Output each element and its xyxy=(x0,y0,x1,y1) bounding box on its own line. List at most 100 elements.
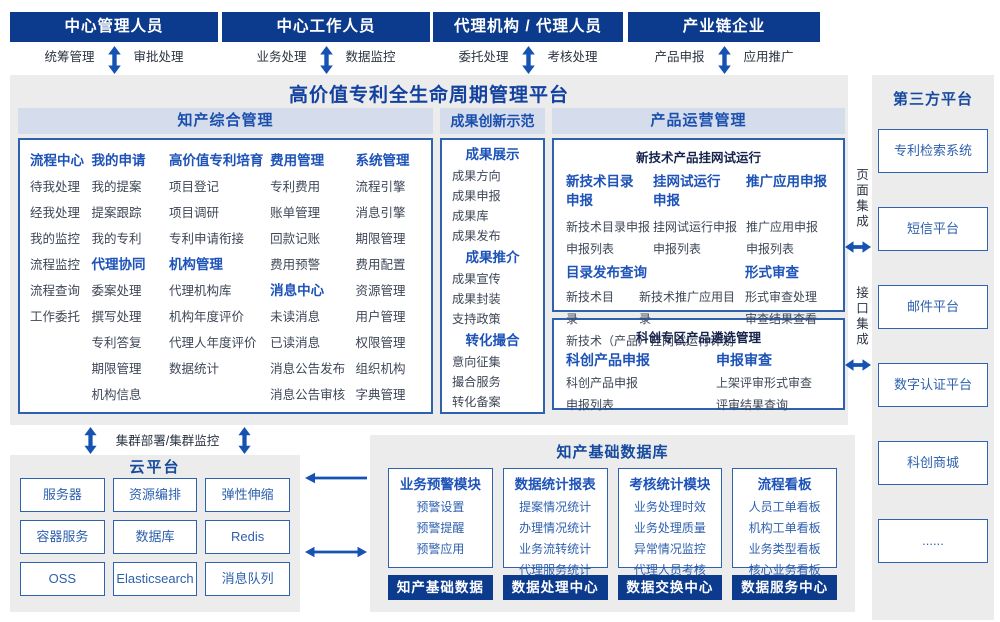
column-items: 科创产品申报申报列表 xyxy=(566,372,716,416)
cloud-service: 数据库 xyxy=(112,520,198,554)
cloud-service: 容器服务 xyxy=(20,520,105,554)
column-items: 业务处理时效业务处理质量异常情况监控代理人员考核 xyxy=(619,497,722,581)
role-function-label: 数据监控 xyxy=(345,50,396,64)
db-column-statistics: 数据统计报表 提案情况统计办理情况统计业务流转统计代理服务统计 xyxy=(502,468,608,577)
role-functions: 业务处理 数据监控 xyxy=(222,42,430,74)
cluster-label: 集群部署/集群监控 xyxy=(115,434,220,448)
column-header: 流程看板 xyxy=(757,477,812,492)
section-achievement: 成果创新示范 成果展示 成果方向成果申报成果库成果发布 成果推介 成果宣传成果封… xyxy=(440,108,545,414)
column-items: 成果方向成果申报成果库成果发布 xyxy=(442,166,543,246)
role-industry-enterprises: 产业链企业 产品申报 应用推广 xyxy=(628,12,820,74)
ip-column-fee-management: 费用管理 专利费用账单管理回款记账费用预警 消息中心 未读消息已读消息消息公告发… xyxy=(270,148,355,412)
platform-panel: 高价值专利全生命周期管理平台 知产综合管理 流程中心 待我处理经我处理我的监控流… xyxy=(10,75,848,425)
role-center-managers: 中心管理人员 统筹管理 审批处理 xyxy=(10,12,218,74)
column-header: 新技术目录 申报 xyxy=(566,174,634,208)
updown-arrow-icon xyxy=(319,46,333,74)
selection-box: 科创专区产品遴选管理 科创产品申报 科创产品申报申报列表 申报审查 上架评审形式… xyxy=(552,318,845,412)
menu-item: 专利答复 xyxy=(91,336,142,350)
menu-item: 提案跟踪 xyxy=(91,206,142,220)
column-items: 形式审查处理审查结果查看 xyxy=(745,286,831,330)
menu-item: 项目登记 xyxy=(168,180,219,194)
column-items: 挂网试运行申报申报列表 xyxy=(653,216,746,260)
menu-item: 字典管理 xyxy=(355,388,406,402)
menu-item: 账单管理 xyxy=(270,206,321,220)
db-column-kanban: 流程看板 人员工单看板机构工单看板业务类型看板核心业务看板 xyxy=(732,468,837,577)
column-items: 待我处理经我处理我的监控流程监控流程查询工作委托 xyxy=(30,174,92,330)
db-column-assessment: 考核统计模块 业务处理时效业务处理质量异常情况监控代理人员考核 xyxy=(617,468,723,577)
section-body: 流程中心 待我处理经我处理我的监控流程监控流程查询工作委托 我的申请 我的提案提… xyxy=(18,138,433,414)
menu-item: 流程监控 xyxy=(30,258,81,272)
menu-item: 代理人员考核 xyxy=(633,563,706,577)
menu-item: 评审结果查询 xyxy=(716,398,789,412)
column-items: 推广应用申报申报列表 xyxy=(746,216,831,260)
column-items: 新技术目录申报申报列表 xyxy=(566,216,653,260)
review-block: 形式审查 形式审查处理审查结果查看 xyxy=(745,260,831,352)
menu-item: 费用预警 xyxy=(270,258,321,272)
updown-arrow-icon xyxy=(107,46,121,74)
column-items: 委案处理撰写处理专利答复期限管理机构信息 xyxy=(92,278,169,408)
integration-page-label: 页面集成 xyxy=(854,168,868,230)
menu-item: 新技术推广应用目录 xyxy=(638,290,735,326)
menu-item: 未读消息 xyxy=(270,310,321,324)
role-agencies: 代理机构 / 代理人员 委托处理 考核处理 xyxy=(433,12,623,74)
cloud-service: Redis xyxy=(205,520,290,554)
menu-item: 成果申报 xyxy=(452,189,501,203)
menu-item: 经我处理 xyxy=(30,206,81,220)
column-header: 科创产品申报 xyxy=(566,352,650,368)
menu-item: 机构工单看板 xyxy=(748,521,821,535)
cloud-service: 服务器 xyxy=(20,478,105,512)
menu-item: 申报列表 xyxy=(653,242,702,256)
trial-column: 挂网试运行 申报 挂网试运行申报申报列表 xyxy=(653,168,746,260)
menu-item: 组织机构 xyxy=(355,362,406,376)
left-right-arrow-icon xyxy=(845,359,871,371)
achievement-section: 转化撮合 意向征集撮合服务转化备案 xyxy=(442,329,543,412)
column-header: 挂网试运行 申报 xyxy=(653,174,721,208)
menu-item: 流程引擎 xyxy=(355,180,406,194)
column-items: 我的提案提案跟踪我的专利 xyxy=(92,174,169,252)
trial-box: 新技术产品挂网试运行 新技术目录 申报 新技术目录申报申报列表 挂网试运行 申报… xyxy=(552,138,845,348)
role-title: 产业链企业 xyxy=(628,12,820,42)
column-header: 系统管理 xyxy=(355,153,410,168)
menu-item: 撮合服务 xyxy=(452,375,501,389)
ip-column-system-management: 系统管理 流程引擎消息引擎期限管理费用配置资源管理用户管理权限管理组织机构字典管… xyxy=(356,148,422,412)
menu-item: 撰写处理 xyxy=(91,310,142,324)
column-header: 业务预警模块 xyxy=(399,477,481,492)
column-items: 流程引擎消息引擎期限管理费用配置资源管理用户管理权限管理组织机构字典管理 xyxy=(356,174,422,408)
menu-item: 专利申请衔接 xyxy=(168,232,244,246)
db-center: 数据处理中心 xyxy=(502,575,608,600)
role-functions: 统筹管理 审批处理 xyxy=(10,42,218,74)
column-header: 推广应用申报 xyxy=(745,174,827,189)
section-header: 知产综合管理 xyxy=(18,108,433,134)
menu-item: 机构信息 xyxy=(91,388,142,402)
db-title: 知产基础数据库 xyxy=(556,444,669,461)
column-header: 高价值专利培育 xyxy=(168,153,264,168)
menu-item: 科创产品申报 xyxy=(566,376,639,390)
menu-item: 成果封装 xyxy=(452,292,501,306)
menu-item: 数据统计 xyxy=(168,362,219,376)
menu-item: 异常情况监控 xyxy=(633,542,706,556)
menu-item: 业务类型看板 xyxy=(748,542,821,556)
ip-column-process-center: 流程中心 待我处理经我处理我的监控流程监控流程查询工作委托 xyxy=(30,148,92,412)
menu-item: 费用配置 xyxy=(355,258,406,272)
menu-item: 预警设置 xyxy=(416,500,465,514)
db-columns: 业务预警模块 预警设置预警提醒预警应用 数据统计报表 提案情况统计办理情况统计业… xyxy=(370,468,855,577)
menu-item: 新技术目录申报 xyxy=(566,220,651,234)
column-header: 机构管理 xyxy=(168,257,223,272)
column-header: 数据统计报表 xyxy=(514,477,596,492)
menu-item: 申报列表 xyxy=(745,242,794,256)
third-party-panel: 第三方平台 专利检索系统短信平台邮件平台数字认证平台科创商城...... xyxy=(872,75,994,620)
menu-item: 代理人年度评价 xyxy=(168,336,257,350)
section-header: 产品运营管理 xyxy=(552,108,845,134)
menu-item: 成果方向 xyxy=(452,169,501,183)
menu-item: 待我处理 xyxy=(30,180,81,194)
menu-item: 提案情况统计 xyxy=(519,500,592,514)
third-party-item: 专利检索系统 xyxy=(878,129,988,173)
trial-column: 推广应用申报 推广应用申报申报列表 xyxy=(746,168,831,260)
menu-item: 人员工单看板 xyxy=(748,500,821,514)
role-functions: 产品申报 应用推广 xyxy=(628,42,820,74)
cloud-service: 消息队列 xyxy=(205,562,290,596)
column-items: 意向征集撮合服务转化备案 xyxy=(442,352,543,412)
column-header: 消息中心 xyxy=(270,283,325,298)
